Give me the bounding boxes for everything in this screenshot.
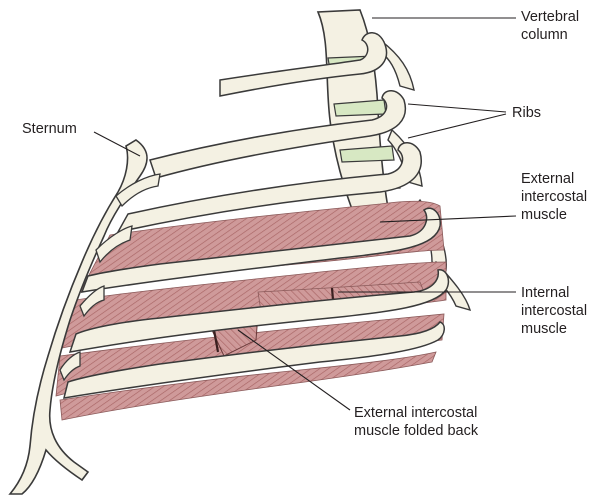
leader-line — [408, 114, 506, 138]
label-internal-intercostal-muscle: Internal intercostal muscle — [521, 284, 587, 338]
label-sternum: Sternum — [22, 120, 77, 138]
label-external-intercostal-folded-back: External intercostal muscle folded back — [354, 404, 478, 440]
label-external-intercostal-muscle: External intercostal muscle — [521, 170, 587, 224]
label-vertebral-column: Vertebral column — [521, 8, 579, 44]
leader-line — [408, 104, 506, 112]
label-ribs: Ribs — [512, 104, 541, 122]
